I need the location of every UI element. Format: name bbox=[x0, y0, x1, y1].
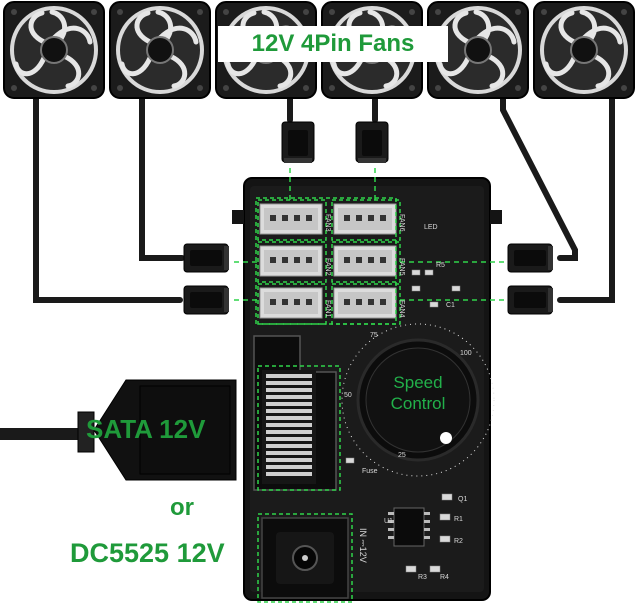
fan-header-1 bbox=[259, 287, 323, 319]
dial-mark-100: 100 bbox=[460, 350, 472, 357]
fan6-label: FAN6 bbox=[398, 214, 405, 232]
speed-line-1: Speed bbox=[393, 373, 443, 392]
fan5-label: FAN5 bbox=[398, 258, 405, 276]
fan-icon bbox=[534, 2, 634, 98]
4pin-connector-icon bbox=[183, 243, 230, 273]
4pin-connector-icon bbox=[281, 121, 315, 164]
comp-q1: Q1 bbox=[458, 496, 468, 503]
comp-r1: R1 bbox=[454, 516, 463, 523]
comp-u1: U1 bbox=[384, 518, 393, 525]
fan1-label: FAN1 bbox=[324, 300, 331, 318]
comp-r5: R5 bbox=[436, 262, 445, 269]
power-in-label: IN ⎓12V bbox=[358, 528, 368, 563]
speed-line-2: Control bbox=[390, 394, 446, 413]
fan-icon bbox=[110, 2, 210, 98]
ic-chip bbox=[388, 507, 430, 547]
smd-components bbox=[345, 269, 461, 573]
comp-r4: R4 bbox=[440, 574, 449, 581]
comp-c1: C1 bbox=[446, 302, 455, 309]
fan-header-6 bbox=[333, 203, 397, 235]
sata-cable bbox=[0, 379, 237, 481]
or-label: or bbox=[170, 494, 194, 521]
fan3-label: FAN3 bbox=[324, 214, 331, 232]
sata-label: SATA 12V bbox=[86, 414, 206, 444]
comp-led: LED bbox=[424, 224, 438, 231]
comp-r3: R3 bbox=[418, 574, 427, 581]
sata-connector-icon bbox=[253, 335, 341, 491]
4pin-connector-icon bbox=[507, 243, 554, 273]
fan-header-4 bbox=[333, 287, 397, 319]
comp-r2: R2 bbox=[454, 538, 463, 545]
4pin-connector-icon bbox=[507, 285, 554, 315]
fuse-label: Fuse bbox=[362, 468, 378, 475]
fan-header-3 bbox=[259, 203, 323, 235]
4pin-connector-icon bbox=[355, 121, 389, 164]
dc-jack-icon bbox=[257, 513, 353, 603]
fan2-label: FAN2 bbox=[324, 258, 331, 276]
fan-cables bbox=[33, 93, 615, 303]
dc-label: DC5525 12V bbox=[70, 538, 225, 568]
guide-lines bbox=[234, 168, 506, 301]
4pin-connector-icon bbox=[183, 285, 230, 315]
fan4-label: FAN4 bbox=[398, 300, 405, 318]
dial-mark-50: 50 bbox=[344, 392, 352, 399]
speed-control-label: Speed Control bbox=[358, 372, 478, 414]
speed-dial bbox=[341, 323, 495, 477]
fan-header-5 bbox=[333, 245, 397, 277]
fan-icon bbox=[4, 2, 104, 98]
fan-header-2 bbox=[259, 245, 323, 277]
knob-icon bbox=[440, 432, 452, 444]
dial-mark-75: 75 bbox=[370, 332, 378, 339]
fans-label: 12V 4Pin Fans bbox=[218, 26, 448, 62]
dial-mark-25: 25 bbox=[398, 452, 406, 459]
